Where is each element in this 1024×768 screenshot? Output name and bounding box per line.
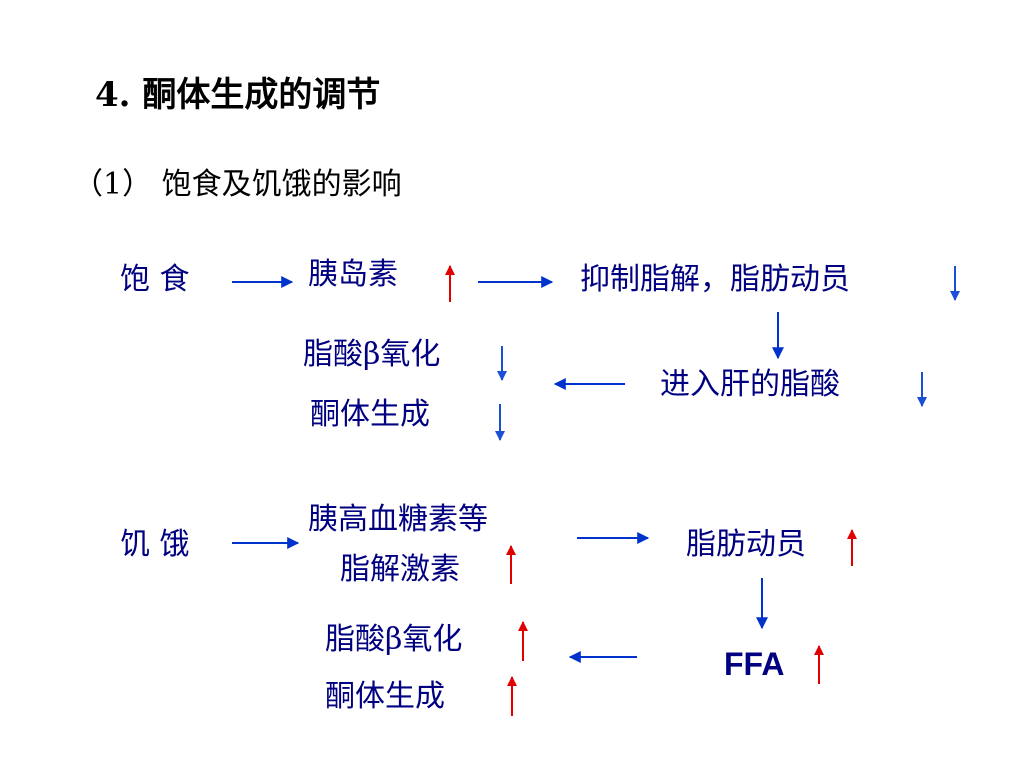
glucagon-label: 胰高血糖素等 bbox=[308, 502, 488, 537]
insulin-label: 胰岛素 bbox=[308, 257, 398, 292]
fed-beta-oxidation-label: 脂酸β氧化 bbox=[303, 337, 441, 372]
fat-mobilization-label: 脂肪动员 bbox=[686, 527, 806, 562]
liver-fatty-acid-label: 进入肝的脂酸 bbox=[660, 367, 840, 402]
fed-ketogenesis-label: 酮体生成 bbox=[310, 397, 430, 432]
section-subtitle: （1） 饱食及饥饿的影响 bbox=[73, 167, 402, 202]
fasting-ketogenesis-label: 酮体生成 bbox=[325, 679, 445, 714]
fasting-beta-oxidation-label: 脂酸β氧化 bbox=[325, 622, 463, 657]
fasting-state-label: 饥 饿 bbox=[120, 527, 190, 562]
slide-title: 4. 酮体生成的调节 bbox=[95, 75, 381, 115]
ffa-label: FFA bbox=[724, 646, 785, 682]
inhibit-lipolysis-label: 抑制脂解，脂肪动员 bbox=[580, 262, 850, 297]
fed-state-label: 饱 食 bbox=[120, 262, 190, 297]
lipolytic-hormones-label: 脂解激素 bbox=[340, 552, 460, 587]
